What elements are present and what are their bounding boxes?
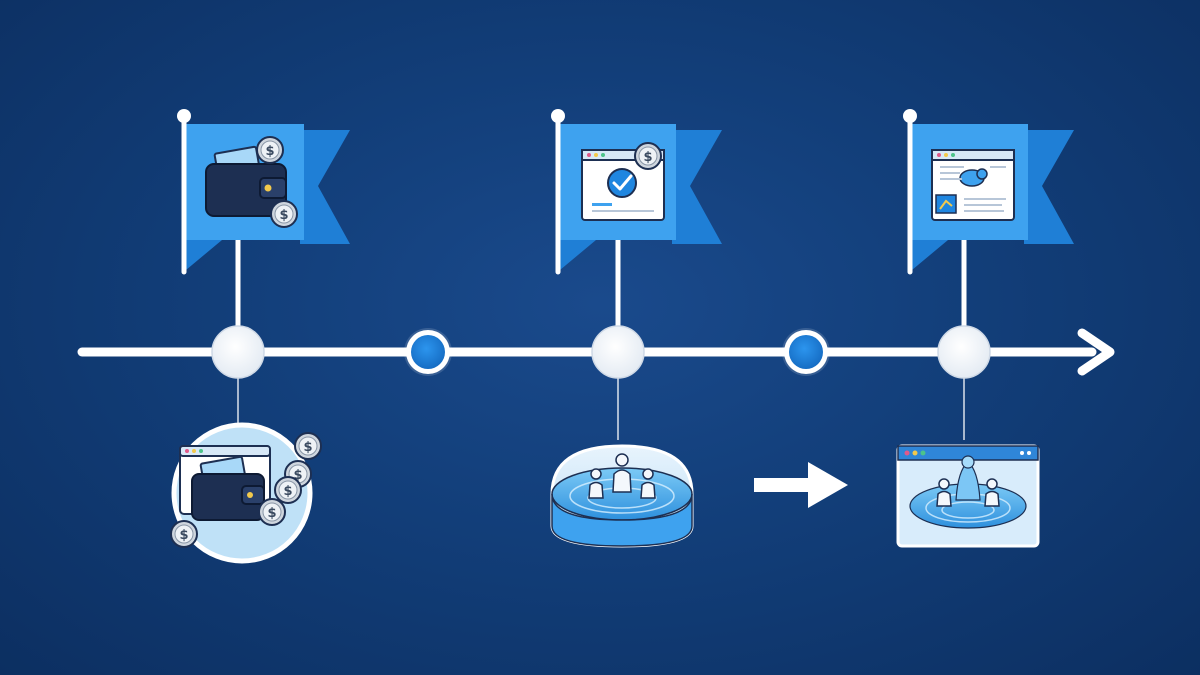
wallet-coins-circle-icon	[170, 422, 322, 564]
pool-with-figures-icon	[550, 444, 694, 548]
milestone-content	[896, 109, 1074, 548]
right-arrow-icon	[754, 462, 848, 508]
intermediate-node	[782, 328, 830, 376]
milestone-verify	[550, 109, 722, 548]
wallet-with-coins-icon	[205, 136, 298, 228]
intermediate-node	[404, 328, 452, 376]
milestone-node	[211, 325, 265, 379]
browser-content-icon	[931, 149, 1015, 221]
milestone-node	[591, 325, 645, 379]
milestone-wallet	[170, 109, 350, 564]
timeline-arrowhead-icon	[1077, 328, 1115, 376]
browser-pool-fountain-icon	[896, 444, 1040, 548]
milestone-node	[937, 325, 991, 379]
browser-checkmark-coin-icon	[581, 142, 665, 221]
